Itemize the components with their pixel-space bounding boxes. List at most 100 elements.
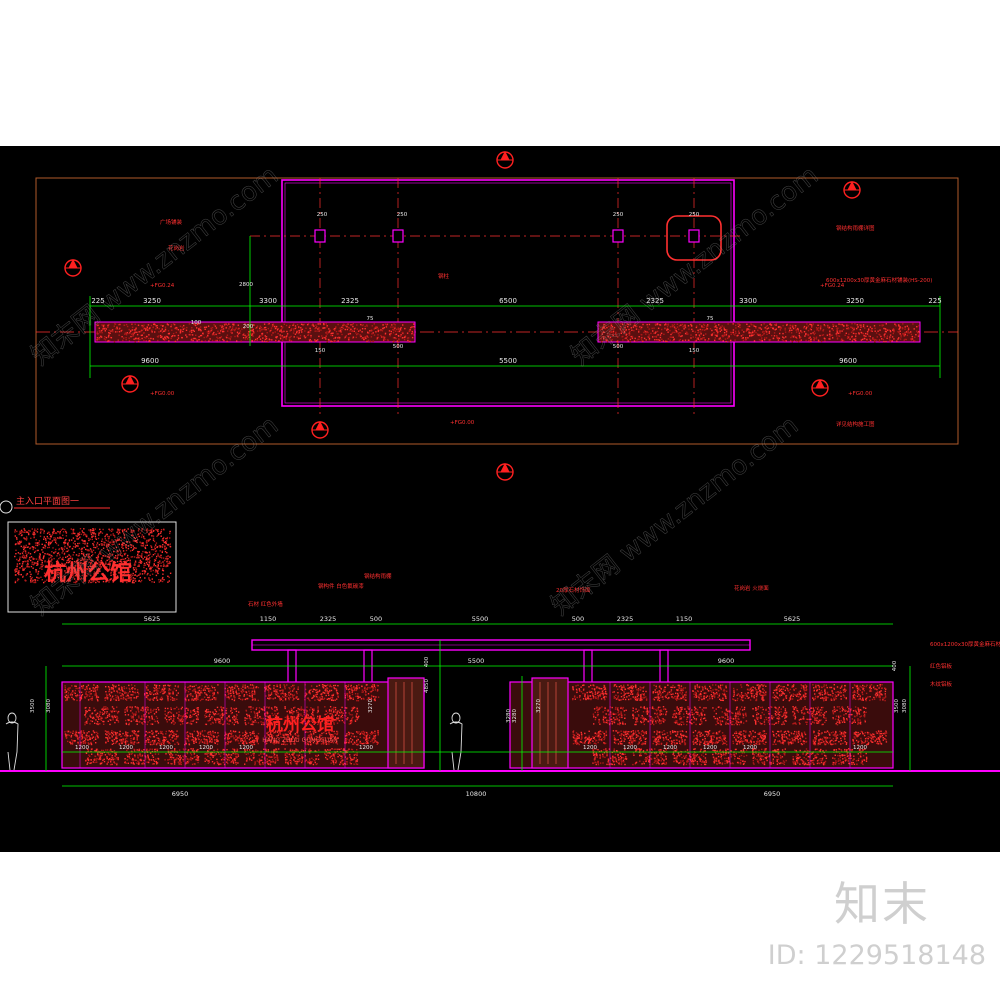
elevation-dim-top: 5625 [144,615,161,623]
plan-dim-small: 500 [393,344,404,350]
elevation-dim-vertical: 3270 [368,699,374,713]
elevation-dim-vertical: 400 [424,656,430,667]
plan-dim-small: 150 [689,348,700,354]
elevation-note: 钢构件 白色氟碳漆 [318,582,364,590]
plan-dim-small: 200 [243,324,254,330]
plan-dim-small: 75 [707,316,714,322]
elevation-dim-top: 2325 [617,615,634,623]
plan-dim-small: 500 [613,344,624,350]
elevation-sign-text: 杭州公馆 [266,714,334,735]
elevation-dim-vertical: 3080 [46,699,52,713]
elevation-dim-top: 500 [370,615,382,623]
plan-title-block: 主入口平面图一 [0,495,110,514]
elevation-note: 红色铝板 [930,662,953,670]
elevation-dim-col: 1200 [853,745,867,751]
elevation-view: 杭州公馆 HANG ZHOU GONGGUAN 5625 1150 2325 500 5… [0,572,1000,798]
elevation-dim-second: 9600 [718,657,735,665]
plan-dim-top: 3250 [846,297,864,305]
plan-elevation-mark: +FG0.00 [150,391,175,397]
canopy-outline [281,179,735,407]
elevation-note: 石材 红色外墙 [248,600,283,608]
canopy-posts [287,649,669,685]
site-boundary [35,177,959,445]
elevation-note: 花岗岩 火烧面 [734,584,769,592]
sign-detail-inset: 杭州公馆 [7,521,177,613]
elevation-dim-col: 1200 [119,745,133,751]
elevation-dim-col: 1200 [239,745,253,751]
left-door [387,677,425,769]
inset-sign-text: 杭州公馆 [44,560,132,586]
plan-title: 主入口平面图一 [16,495,79,507]
left-wall [61,681,425,769]
section-marker-icon [843,180,861,199]
plan-dim-mid: 5500 [499,357,517,365]
plan-dim-top: 3300 [739,297,757,305]
section-marker-icon [496,462,514,481]
elevation-note: 600x1200x30厚黄金麻石材铺装 [930,640,1000,648]
plan-dim-small: 250 [397,212,408,218]
elevation-dim-top: 500 [572,615,584,623]
elevation-dim-col: 1200 [703,745,717,751]
elevation-dim-vertical: 3500 [894,699,900,713]
plan-dim-mid: 9600 [141,357,159,365]
plan-dim-top: 6500 [499,297,517,305]
plan-dim-small: 150 [315,348,326,354]
elevation-dim-vertical: 400 [892,660,898,671]
section-marker-icon [64,258,82,277]
elevation-sign-en: HANG ZHOU GONGGUAN [262,737,337,744]
section-marker-icon [496,150,514,169]
elevation-dim-top: 5500 [472,615,489,623]
plan-dim-top: 2325 [341,297,359,305]
elevation-dim-vertical: 3280 [506,709,512,723]
elevation-dim-top: 1150 [676,615,693,623]
brand-watermark: 知末 [834,877,930,931]
plan-dim-mid: 9600 [839,357,857,365]
elevation-dim-lines [45,623,911,787]
elevation-dim-col: 1200 [583,745,597,751]
elevation-dim-bottom: 6950 [764,790,781,798]
plan-note: 广场铺装 [160,218,183,226]
plan-dim-small: 75 [367,316,374,322]
watermark-text: 知末网 www.znzmo.com [26,411,284,622]
section-marker-icon [311,420,329,439]
elevation-dim-vertical: 3280 [512,709,518,723]
plan-dim-top: 225 [928,297,941,305]
plan-dim-top: 3300 [259,297,277,305]
elevation-dim-vertical: 3270 [536,699,542,713]
elevation-dim-col: 1200 [359,745,373,751]
plan-dim-lines [89,236,941,378]
elevation-dim-vertical: 3080 [902,699,908,713]
section-marker-icon [121,374,139,393]
plan-dim-small: 250 [613,212,624,218]
detail-callout [666,215,722,261]
section-marker-icon [811,378,829,397]
plan-dim-small: 2800 [239,282,253,288]
plan-dim-top: 225 [91,297,104,305]
plan-dim-small: 100 [191,320,202,326]
elevation-dim-vertical: 4850 [424,679,430,693]
elevation-dim-second: 9600 [214,657,231,665]
plan-elevation-mark: +FG0.00 [450,420,475,426]
plan-elevation-mark: +FG0.00 [848,391,873,397]
plan-note: 花岗岩 [168,244,185,252]
elevation-note: 钢结构雨棚 [364,572,392,580]
elevation-dim-col: 1200 [199,745,213,751]
elevation-dim-bottom: 6950 [172,790,189,798]
plan-dim-small: 250 [317,212,328,218]
elevation-dim-col: 1200 [75,745,89,751]
elevation-dim-second: 5500 [468,657,485,665]
elevation-dim-col: 1200 [743,745,757,751]
plan-note: 钢结构雨棚详图 [836,224,875,232]
plan-dim-small: 250 [689,212,700,218]
plan-note: 600x1200x30厚黄金麻石材铺装(HS-200) [826,276,932,284]
drawing-id-label: ID: 1229518148 [767,940,986,971]
plan-dim-top: 2325 [646,297,664,305]
plan-elevation-mark: +FG0.24 [150,283,175,289]
plan-elevation-mark: +FG0.24 [820,283,845,289]
elevation-dim-col: 1200 [623,745,637,751]
plan-note: 钢柱 [438,272,450,280]
elevation-note: 木纹铝板 [930,680,953,688]
